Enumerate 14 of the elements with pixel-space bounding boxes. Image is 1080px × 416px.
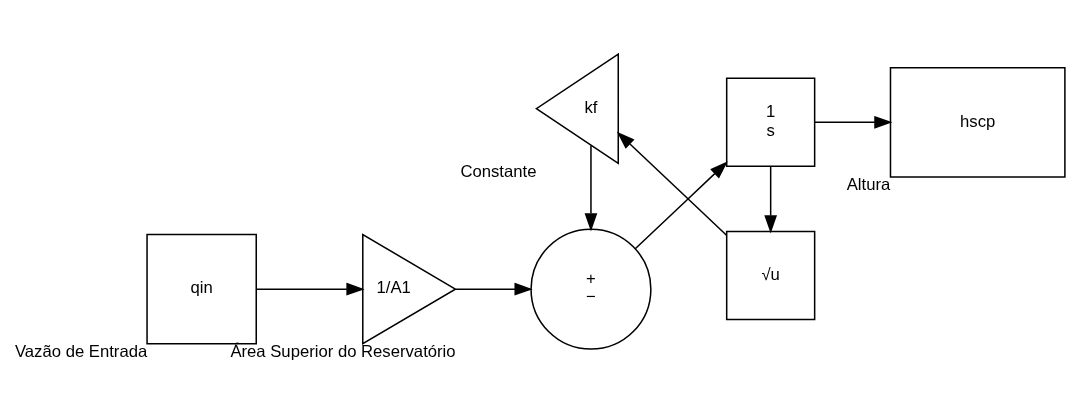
node-label: Constante xyxy=(460,161,537,181)
node-label: Vazão de Entrada xyxy=(14,342,148,362)
arrow xyxy=(454,282,533,296)
node-label: Altura xyxy=(846,175,891,195)
node-box: hscp xyxy=(889,66,1066,178)
arrow xyxy=(814,115,893,129)
arrow xyxy=(634,161,728,250)
node-box: √u xyxy=(725,230,816,321)
node-circle: + − xyxy=(530,228,652,350)
arrow xyxy=(764,165,778,234)
node-box: 1 s xyxy=(725,77,816,168)
arrow xyxy=(584,144,598,232)
arrow xyxy=(616,131,728,236)
arrow xyxy=(255,282,365,296)
